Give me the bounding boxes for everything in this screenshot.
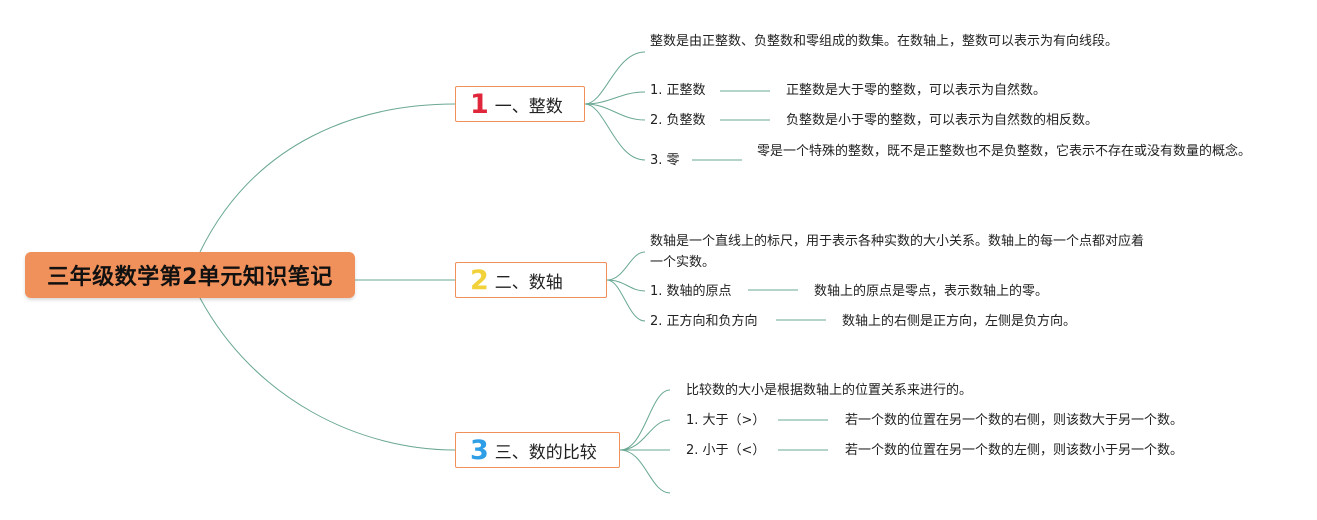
connector-b3-top — [619, 389, 671, 451]
connector-b1-item3 — [584, 103, 646, 161]
branch-2-item-2-desc: 数轴上的右侧是正方向，左侧是负方向。 — [842, 314, 1077, 329]
number-2-icon: 2 — [470, 264, 489, 296]
branch-3-item-1-label: 1. 大于（>） — [686, 413, 766, 428]
connector-b1-item1 — [584, 91, 646, 105]
branch-title: 三、数的比较 — [494, 442, 597, 463]
number-3-icon: 3 — [470, 434, 489, 466]
connector-b3-item1 — [619, 419, 671, 451]
connector-b2-intro — [606, 251, 646, 281]
branch-1-item-3-desc: 零是一个特殊的整数，既不是正整数也不是负整数，它表示不存在或没有数量的概念。 — [757, 144, 1252, 159]
branch-1-item-3-label: 3. 零 — [650, 153, 680, 168]
branch-1-item-1-desc: 正整数是大于零的整数，可以表示为自然数。 — [786, 83, 1047, 98]
branch-node-integers[interactable]: 1 一、整数 — [455, 86, 585, 122]
branch-1-item-1-label: 1. 正整数 — [650, 83, 706, 98]
root-title: 三年级数学第2单元知识笔记 — [47, 265, 333, 290]
branch-2-item-1-label: 1. 数轴的原点 — [650, 284, 732, 299]
branch-node-number-line[interactable]: 2 二、数轴 — [455, 262, 607, 298]
branch-3-item-1-desc: 若一个数的位置在另一个数的右侧，则该数大于另一个数。 — [845, 413, 1184, 428]
branch-1-intro: 整数是由正整数、负整数和零组成的数集。在数轴上，整数可以表示为有向线段。 — [650, 34, 1119, 49]
branch-2-item-2-label: 2. 正方向和负方向 — [650, 314, 758, 329]
branch-2-intro: 数轴是一个直线上的标尺，用于表示各种实数的大小关系。数轴上的每一个点都对应着一个… — [650, 234, 1145, 270]
branch-node-comparison[interactable]: 3 三、数的比较 — [455, 432, 620, 468]
connector-b3-bottom — [619, 449, 671, 494]
connector-b2-item2 — [606, 279, 646, 322]
branch-3-item-2-desc: 若一个数的位置在另一个数的左侧，则该数小于另一个数。 — [845, 443, 1184, 458]
connector-root-branch-3 — [199, 297, 456, 451]
connector-b1-item2 — [584, 103, 646, 121]
number-1-icon: 1 — [470, 88, 489, 120]
branch-3-item-2-label: 2. 小于（<） — [686, 443, 766, 458]
branch-2-item-1-desc: 数轴上的原点是零点，表示数轴上的零。 — [814, 284, 1049, 299]
connector-b1-intro — [584, 51, 646, 105]
connector-root-branch-1 — [199, 103, 456, 253]
branch-title: 二、数轴 — [494, 272, 563, 293]
branch-title: 一、整数 — [494, 96, 563, 117]
connector-b2-item1 — [606, 279, 646, 292]
root-node[interactable]: 三年级数学第2单元知识笔记 — [25, 252, 355, 298]
branch-3-intro: 比较数的大小是根据数轴上的位置关系来进行的。 — [686, 383, 973, 398]
branch-1-item-2-label: 2. 负整数 — [650, 113, 706, 128]
branch-1-item-2-desc: 负整数是小于零的整数，可以表示为自然数的相反数。 — [786, 113, 1099, 128]
